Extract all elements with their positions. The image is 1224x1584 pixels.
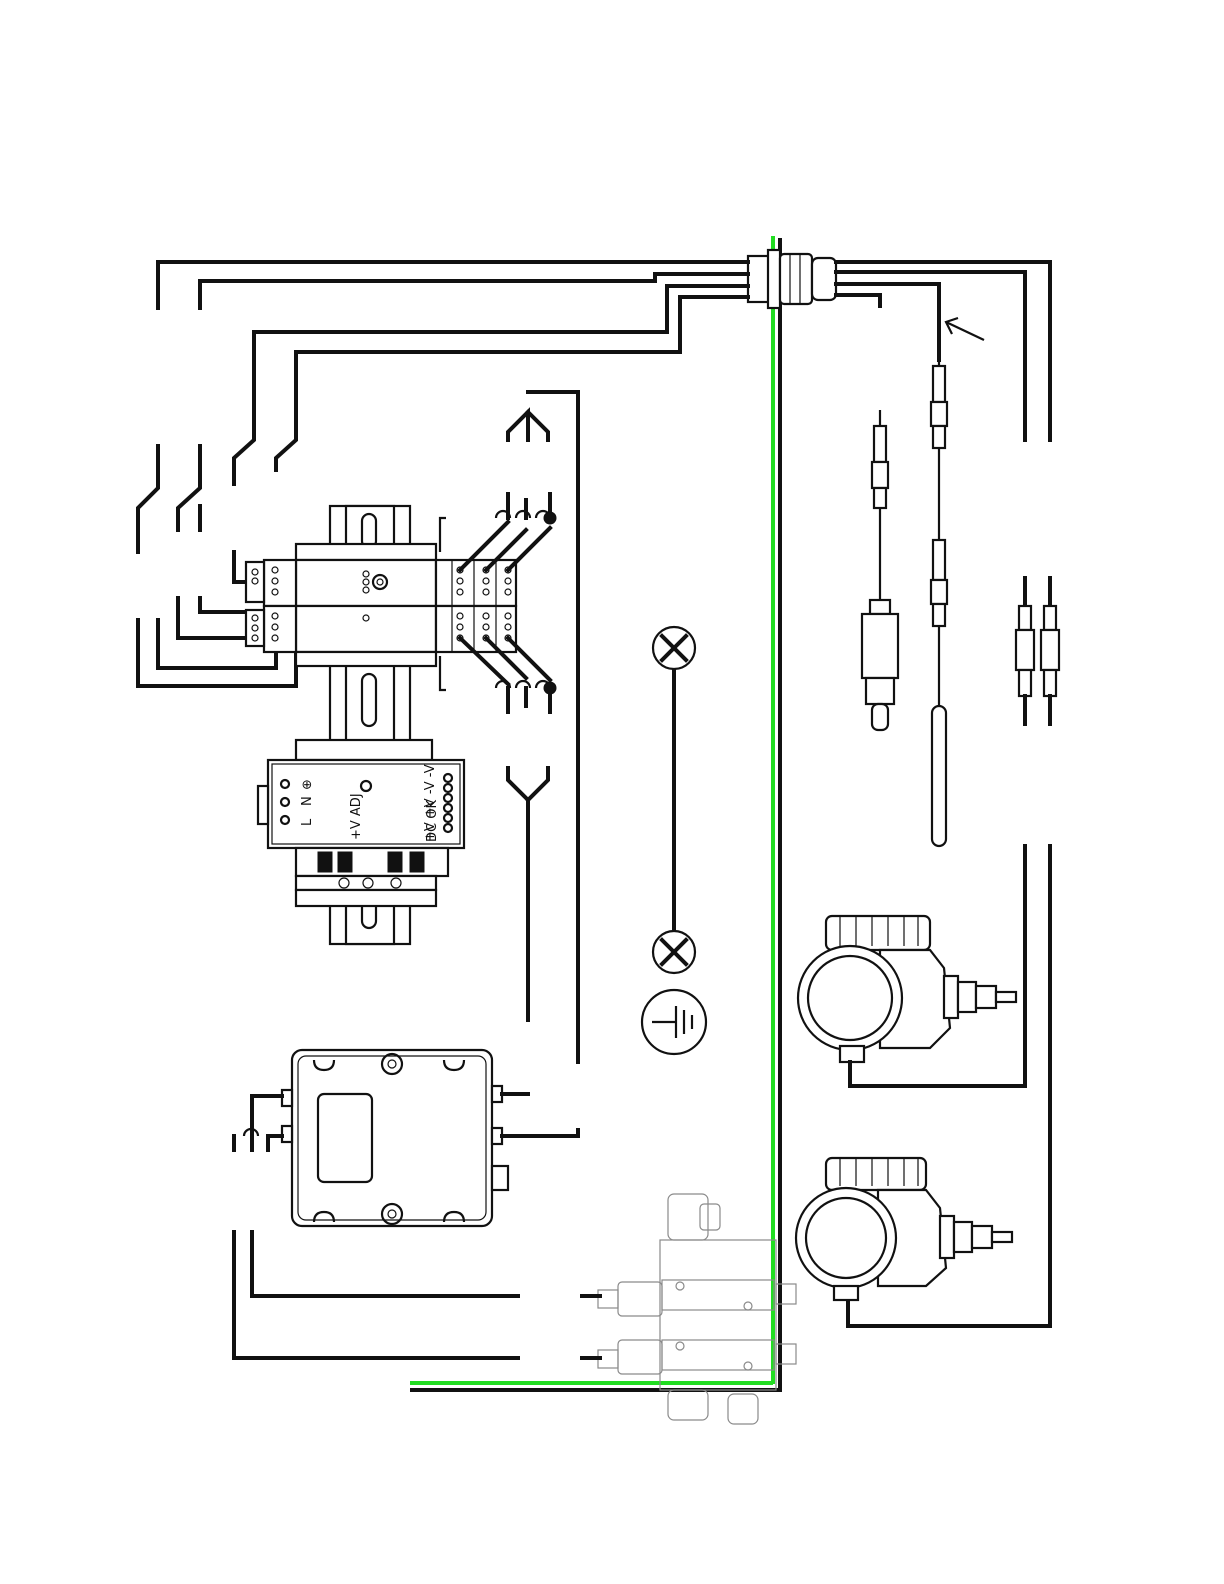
pointer-arrow-icon (946, 318, 984, 340)
fork-connectors (508, 392, 578, 1062)
temperature-probe (862, 360, 947, 846)
screw-icon (653, 931, 695, 973)
junction-box (282, 1050, 508, 1226)
terminal-block-lower (246, 606, 516, 666)
ground-icon (642, 990, 706, 1054)
psu-terminal-l: L (300, 818, 315, 826)
psu-terminal-ground: ⊕ (300, 779, 315, 790)
psu-terminal-n: N (300, 796, 315, 806)
psu-adj-label: +V ADJ (349, 793, 364, 840)
inline-connectors (1016, 578, 1059, 724)
psu-dc-ok-label: DC OK (425, 800, 440, 842)
manifold-wires (582, 1296, 600, 1358)
transmitter-lower (796, 1158, 1012, 1300)
power-supply: L N ⊕ +V ADJ +V +V -V -V DC OK (258, 740, 464, 906)
harness-left (158, 262, 748, 484)
transmitter-upper (798, 916, 1016, 1062)
cable-gland-icon (748, 250, 836, 308)
screw-icon (653, 627, 695, 669)
